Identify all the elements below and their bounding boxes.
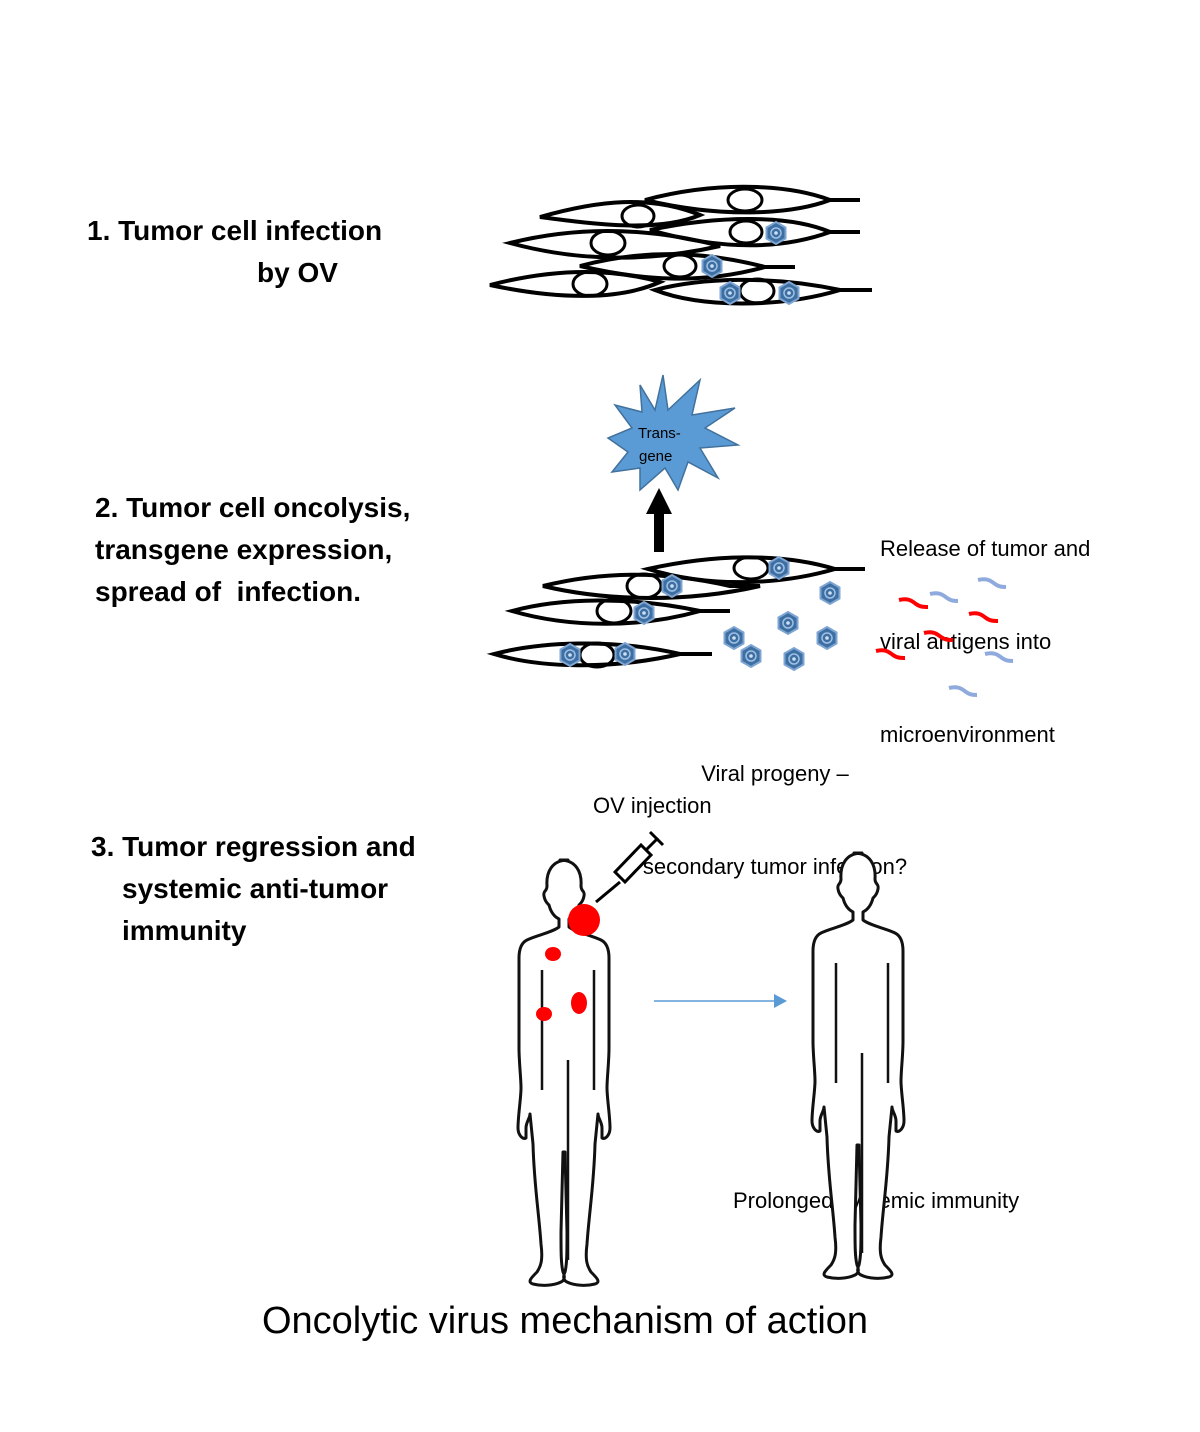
tumor-antigen-icon <box>898 597 929 609</box>
tumor-cell-icon <box>489 269 666 298</box>
tumor-cell-icon <box>649 217 860 248</box>
viral-antigen-icon <box>984 651 1014 663</box>
tumor-cell-icon <box>539 200 706 229</box>
tumor-antigen-icon <box>923 630 954 642</box>
ov-injection-label: OV injection <box>593 793 712 818</box>
virus-particle-icon <box>661 574 683 598</box>
step-1-cell-cluster <box>489 184 872 306</box>
step-2-line-2: transgene expression, <box>95 534 393 565</box>
virus-particle-icon <box>723 626 745 650</box>
arrow-right-icon <box>654 994 787 1008</box>
viral-antigen-icon <box>977 577 1007 589</box>
antigen-release-label: Release of tumor and viral antigens into… <box>880 471 1090 781</box>
viral-antigen-icon <box>948 685 978 697</box>
virus-particle-icon <box>633 601 655 625</box>
tumor-cell-icon <box>504 597 730 626</box>
tumor-spots <box>536 904 600 1021</box>
transgene-label-1: Trans- <box>638 425 681 442</box>
step-1-line-1: 1. Tumor cell infection <box>87 215 383 246</box>
tumor-cell-icon <box>486 641 712 669</box>
tumor-antigen-icon <box>875 648 906 660</box>
tumor-antigen-icon <box>968 611 999 623</box>
step-3-line-2: systemic anti-tumor <box>122 873 389 904</box>
tumor-spot-icon <box>536 1007 552 1021</box>
virus-particle-icon <box>740 644 762 668</box>
step-3-line-1: 3. Tumor regression and <box>91 831 416 862</box>
transgene-label-2: gene <box>639 448 672 465</box>
figure-caption: Oncolytic virus mechanism of action <box>261 1300 869 1342</box>
virus-particle-icon <box>816 626 838 650</box>
step-2-cell-cluster <box>486 555 865 669</box>
tumor-cell-icon <box>644 184 860 215</box>
human-figure-before <box>516 858 612 1287</box>
virus-particle-icon <box>783 647 805 671</box>
antigen-release-line-2: viral antigens into <box>880 629 1052 654</box>
antigen-release-line-1: Release of tumor and <box>880 536 1091 561</box>
tumor-spot-icon <box>545 947 561 961</box>
step-2-title: 2. Tumor cell oncolysis, transgene expre… <box>95 487 410 613</box>
step-3-line-3: immunity <box>122 915 247 946</box>
step-1-line-2: by OV <box>257 257 338 288</box>
virus-particle-icon <box>765 221 787 245</box>
viral-progeny-label: Viral progeny – secondary tumor infectio… <box>630 696 920 913</box>
virus-particle-icon <box>778 281 800 305</box>
virus-particle-icon <box>559 643 581 667</box>
virus-particle-icon <box>777 611 799 635</box>
virus-particle-icon <box>819 581 841 605</box>
tumor-spot-icon <box>571 992 587 1014</box>
virus-particle-icon <box>719 281 741 305</box>
step-2-line-3: spread of infection. <box>95 576 362 607</box>
step-2-line-1: 2. Tumor cell oncolysis, <box>95 492 411 523</box>
viral-antigen-icon <box>929 591 959 603</box>
tumor-cell-icon <box>648 277 872 306</box>
virus-particle-icon <box>768 556 790 580</box>
antigen-fragments <box>875 577 1014 697</box>
arrow-up-icon <box>646 488 672 552</box>
step-3-title: 3. Tumor regression and systemic anti-tu… <box>91 826 416 952</box>
syringe-icon <box>595 830 665 904</box>
human-figure-after <box>810 851 906 1280</box>
transgene-starburst-icon: Trans- gene <box>606 374 741 492</box>
tumor-cell-icon <box>502 229 721 260</box>
virus-particle-icon <box>614 642 636 666</box>
human-figure-icon <box>810 851 906 1280</box>
step-1-title: 1. Tumor cell infection by OV <box>87 210 382 294</box>
virus-particle-icon <box>701 254 723 278</box>
viral-progeny-line-1: Viral progeny – <box>701 761 849 786</box>
antigen-release-line-3: microenvironment <box>880 722 1055 747</box>
tumor-cell-icon <box>542 572 761 600</box>
tumor-spot-icon <box>568 904 600 936</box>
